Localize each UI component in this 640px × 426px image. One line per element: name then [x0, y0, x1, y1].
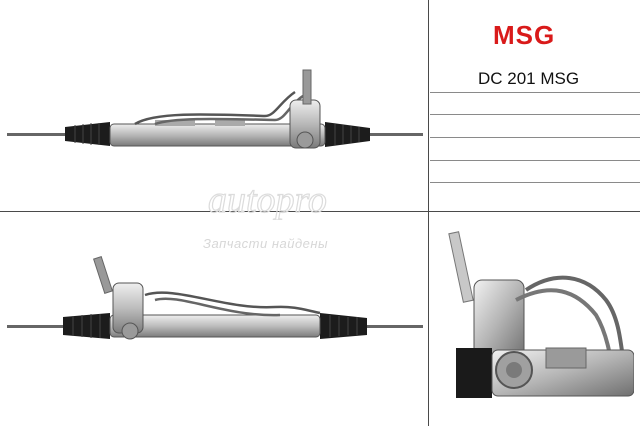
spec-line-3: [430, 137, 640, 138]
watermark-logo-text: autopro: [208, 180, 327, 220]
steering-rack-closeup-image: [448, 231, 634, 398]
part-code: DC 201 MSG: [478, 69, 580, 88]
steering-rack-image-top: [7, 69, 423, 149]
vertical-divider-top: [428, 0, 429, 212]
spec-line-1: [430, 92, 640, 93]
msg-logo: MSG: [493, 20, 556, 50]
autopro-watermark-logo: autopro: [207, 180, 327, 220]
watermark-slogan: Запчасти найдены: [203, 236, 329, 251]
spec-line-5: [430, 182, 640, 183]
horizontal-divider: [0, 211, 640, 212]
spec-line-2: [430, 114, 640, 115]
spec-line-4: [430, 160, 640, 161]
vertical-divider-bottom: [428, 212, 429, 426]
steering-rack-image-bottom: [7, 256, 423, 340]
